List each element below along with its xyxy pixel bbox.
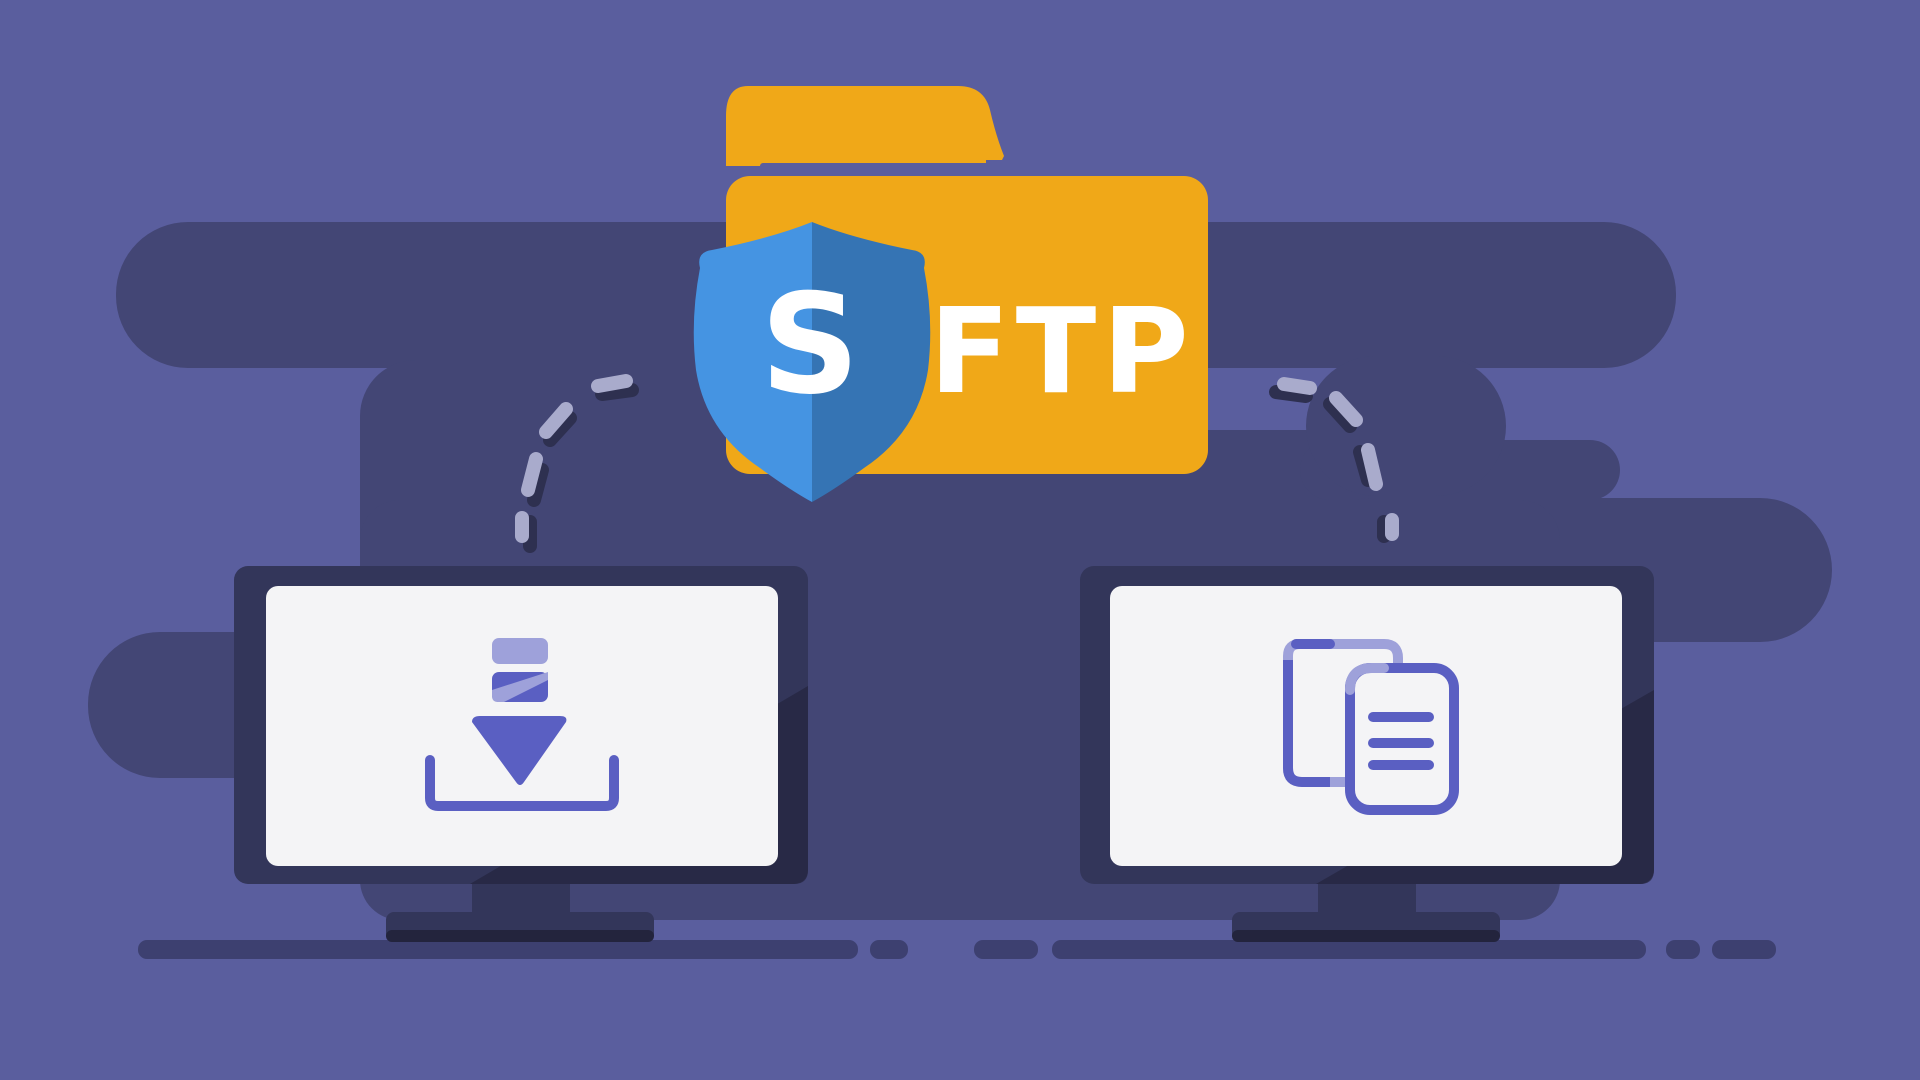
floor-lines bbox=[138, 940, 1776, 959]
copy-files-icon bbox=[1283, 639, 1459, 815]
download-icon bbox=[425, 638, 619, 811]
folder-label: FTP bbox=[929, 282, 1195, 420]
connection-dashes-right bbox=[1269, 377, 1399, 543]
security-shield-icon bbox=[693, 222, 931, 502]
shield-letter: S bbox=[760, 264, 859, 425]
connection-dashes-left bbox=[515, 374, 639, 553]
